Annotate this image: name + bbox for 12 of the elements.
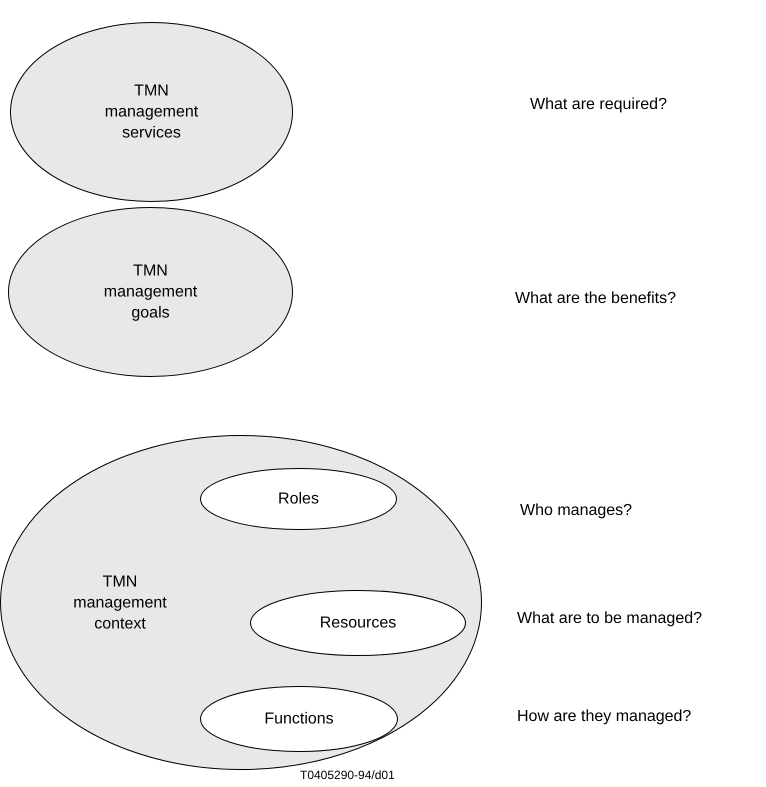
question-text: Who manages? <box>520 502 632 520</box>
question-text: How are they managed? <box>517 708 692 726</box>
node-label: TMN management services <box>104 82 200 144</box>
figure-code: T0405290-94/d01 <box>300 768 395 782</box>
node-label: Resources <box>318 614 398 634</box>
question-text: What are the benefits? <box>515 290 676 308</box>
question-text: What are required? <box>530 96 667 114</box>
node-label: TMN management context <box>72 572 168 634</box>
node-label: Roles <box>277 490 320 510</box>
node-label: Functions <box>263 710 335 730</box>
node-label: TMN management goals <box>102 262 198 324</box>
question-text: What are to be managed? <box>517 610 702 628</box>
